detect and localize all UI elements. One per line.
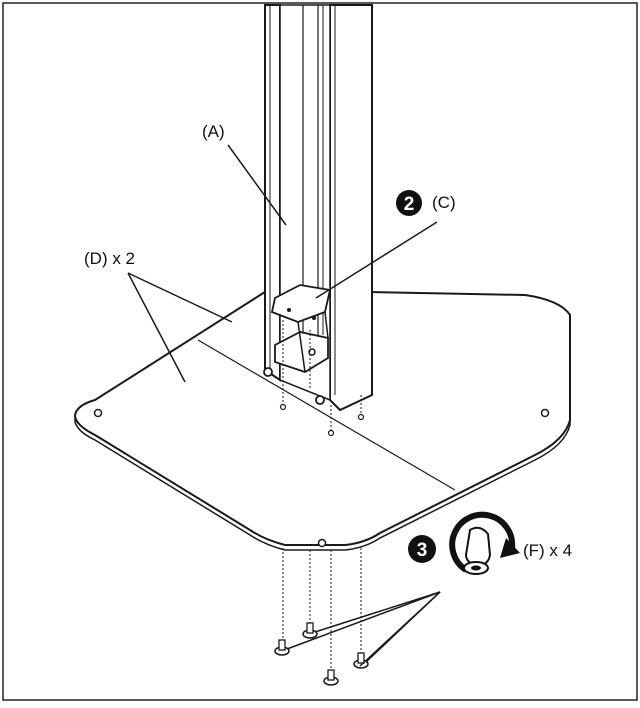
leader-lines bbox=[127, 144, 441, 667]
screw-icon bbox=[323, 669, 339, 686]
plate-hole bbox=[327, 429, 335, 437]
step-badge-2: 2 bbox=[396, 190, 422, 216]
label-a: (A) bbox=[202, 122, 225, 141]
clockwise-rotate-icon bbox=[449, 511, 520, 575]
leader-d-2 bbox=[127, 272, 186, 383]
label-c: (C) bbox=[432, 193, 456, 212]
leader-f-1 bbox=[286, 591, 441, 650]
plate-split-line bbox=[197, 339, 456, 491]
leader-c bbox=[315, 221, 438, 299]
screw-icon bbox=[274, 639, 290, 656]
plate-edge bbox=[74, 415, 571, 551]
base-plate bbox=[73, 288, 571, 551]
plate-hole bbox=[279, 403, 287, 411]
leader-d-1 bbox=[127, 272, 233, 323]
plate-hole bbox=[317, 538, 327, 548]
plate-hole bbox=[93, 408, 103, 418]
step-badge-3: 3 bbox=[408, 535, 436, 563]
screw-icon bbox=[302, 622, 318, 639]
plate-hole bbox=[357, 413, 365, 421]
label-d: (D) x 2 bbox=[84, 249, 135, 268]
upper-guide-lines bbox=[282, 320, 362, 430]
step-number-2: 2 bbox=[404, 194, 415, 215]
label-f: (F) x 4 bbox=[523, 541, 572, 560]
lower-guide-lines bbox=[282, 548, 362, 675]
plate-hole bbox=[540, 408, 550, 418]
leader-f-2 bbox=[314, 591, 441, 633]
bracket bbox=[263, 284, 332, 405]
step-number-3: 3 bbox=[417, 540, 428, 561]
leader-a bbox=[227, 144, 287, 226]
leader-f-4 bbox=[359, 591, 441, 667]
